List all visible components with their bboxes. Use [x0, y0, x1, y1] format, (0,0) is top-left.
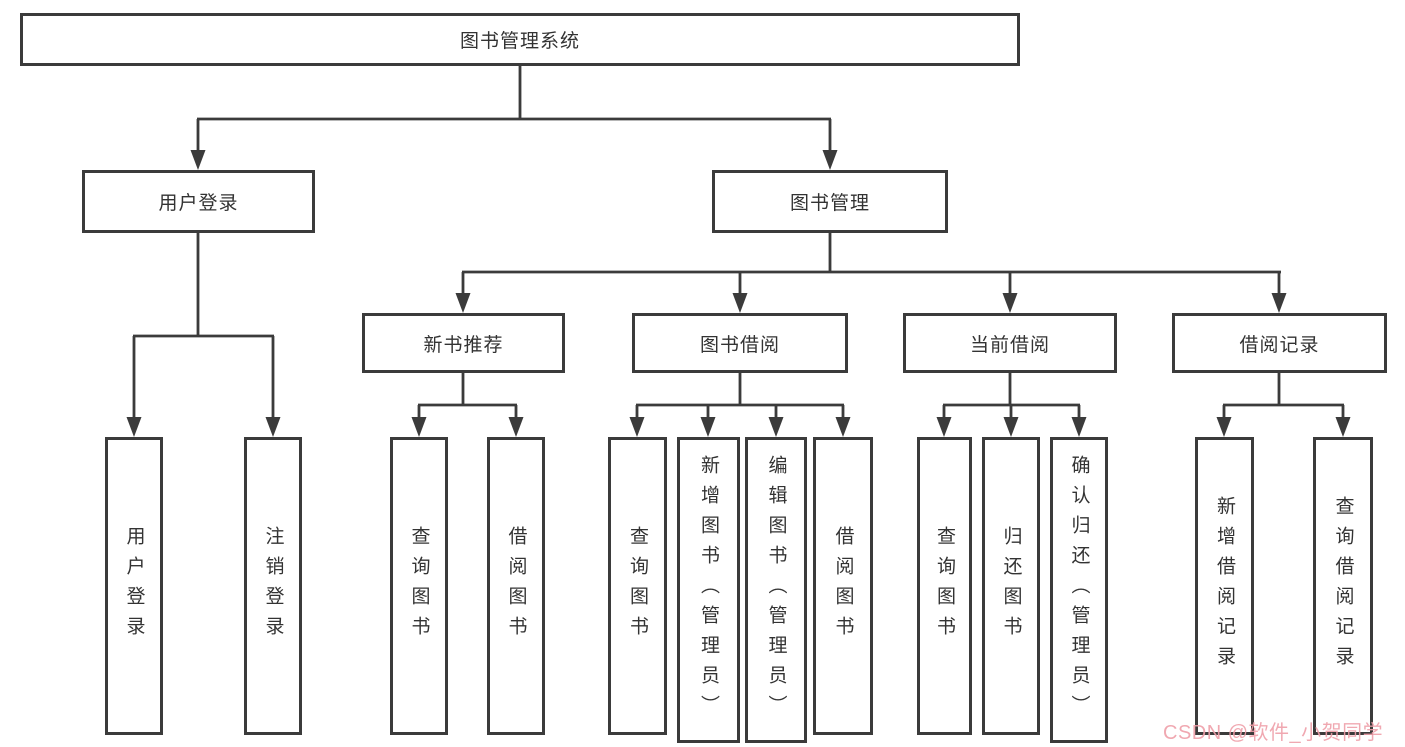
csdn-watermark: CSDN @软件_小贺同学	[1163, 722, 1384, 744]
leaf-newbook-query-books-label: 查询图书	[408, 526, 430, 646]
node-current-borrow-label: 当前借阅	[969, 334, 1050, 356]
leaf-confirm-return-admin-label: 确认归还（管理员）	[1068, 455, 1090, 725]
leaf-newbook-borrow-books-label: 借阅图书	[505, 526, 527, 646]
leaf-current-query-books: 查询图书	[917, 437, 972, 735]
leaf-query-borrow-record-label: 查询借阅记录	[1332, 496, 1354, 676]
leaf-borrow-books-label: 借阅图书	[832, 526, 854, 646]
node-new-book-recommend-label: 新书推荐	[423, 334, 504, 356]
leaf-add-borrow-record-label: 新增借阅记录	[1214, 496, 1235, 676]
node-book-borrow: 图书借阅	[632, 313, 848, 373]
node-root-system: 图书管理系统	[20, 13, 1020, 66]
leaf-user-login: 用户登录	[105, 437, 163, 735]
node-current-borrow: 当前借阅	[903, 313, 1117, 373]
node-root-system-label: 图书管理系统	[459, 31, 580, 52]
leaf-add-books-admin-label: 新增图书（管理员）	[698, 455, 719, 725]
leaf-confirm-return-admin: 确认归还（管理员）	[1050, 437, 1108, 743]
node-borrow-records: 借阅记录	[1172, 313, 1387, 373]
leaf-query-borrow-record: 查询借阅记录	[1313, 437, 1373, 735]
node-book-management: 图书管理	[712, 170, 948, 233]
leaf-edit-books-admin-label: 编辑图书（管理员）	[765, 455, 787, 725]
node-new-book-recommend: 新书推荐	[362, 313, 565, 373]
leaf-edit-books-admin: 编辑图书（管理员）	[745, 437, 807, 743]
leaf-borrow-books: 借阅图书	[813, 437, 873, 735]
node-book-borrow-label: 图书借阅	[699, 334, 780, 356]
leaf-add-borrow-record: 新增借阅记录	[1195, 437, 1254, 735]
node-user-login-label: 用户登录	[158, 193, 239, 214]
leaf-newbook-borrow-books: 借阅图书	[487, 437, 545, 735]
leaf-return-books-label: 归还图书	[1000, 526, 1022, 646]
leaf-add-books-admin: 新增图书（管理员）	[677, 437, 740, 743]
leaf-user-login-label: 用户登录	[123, 526, 145, 646]
node-borrow-records-label: 借阅记录	[1239, 334, 1320, 356]
node-book-management-label: 图书管理	[789, 193, 870, 214]
leaf-borrow-query-books: 查询图书	[608, 437, 667, 735]
node-user-login: 用户登录	[82, 170, 315, 233]
leaf-newbook-query-books: 查询图书	[390, 437, 448, 735]
leaf-current-query-books-label: 查询图书	[934, 526, 955, 646]
leaf-return-books: 归还图书	[982, 437, 1040, 735]
leaf-borrow-query-books-label: 查询图书	[627, 526, 648, 646]
leaf-logout-label: 注销登录	[262, 526, 284, 646]
leaf-logout: 注销登录	[244, 437, 302, 735]
